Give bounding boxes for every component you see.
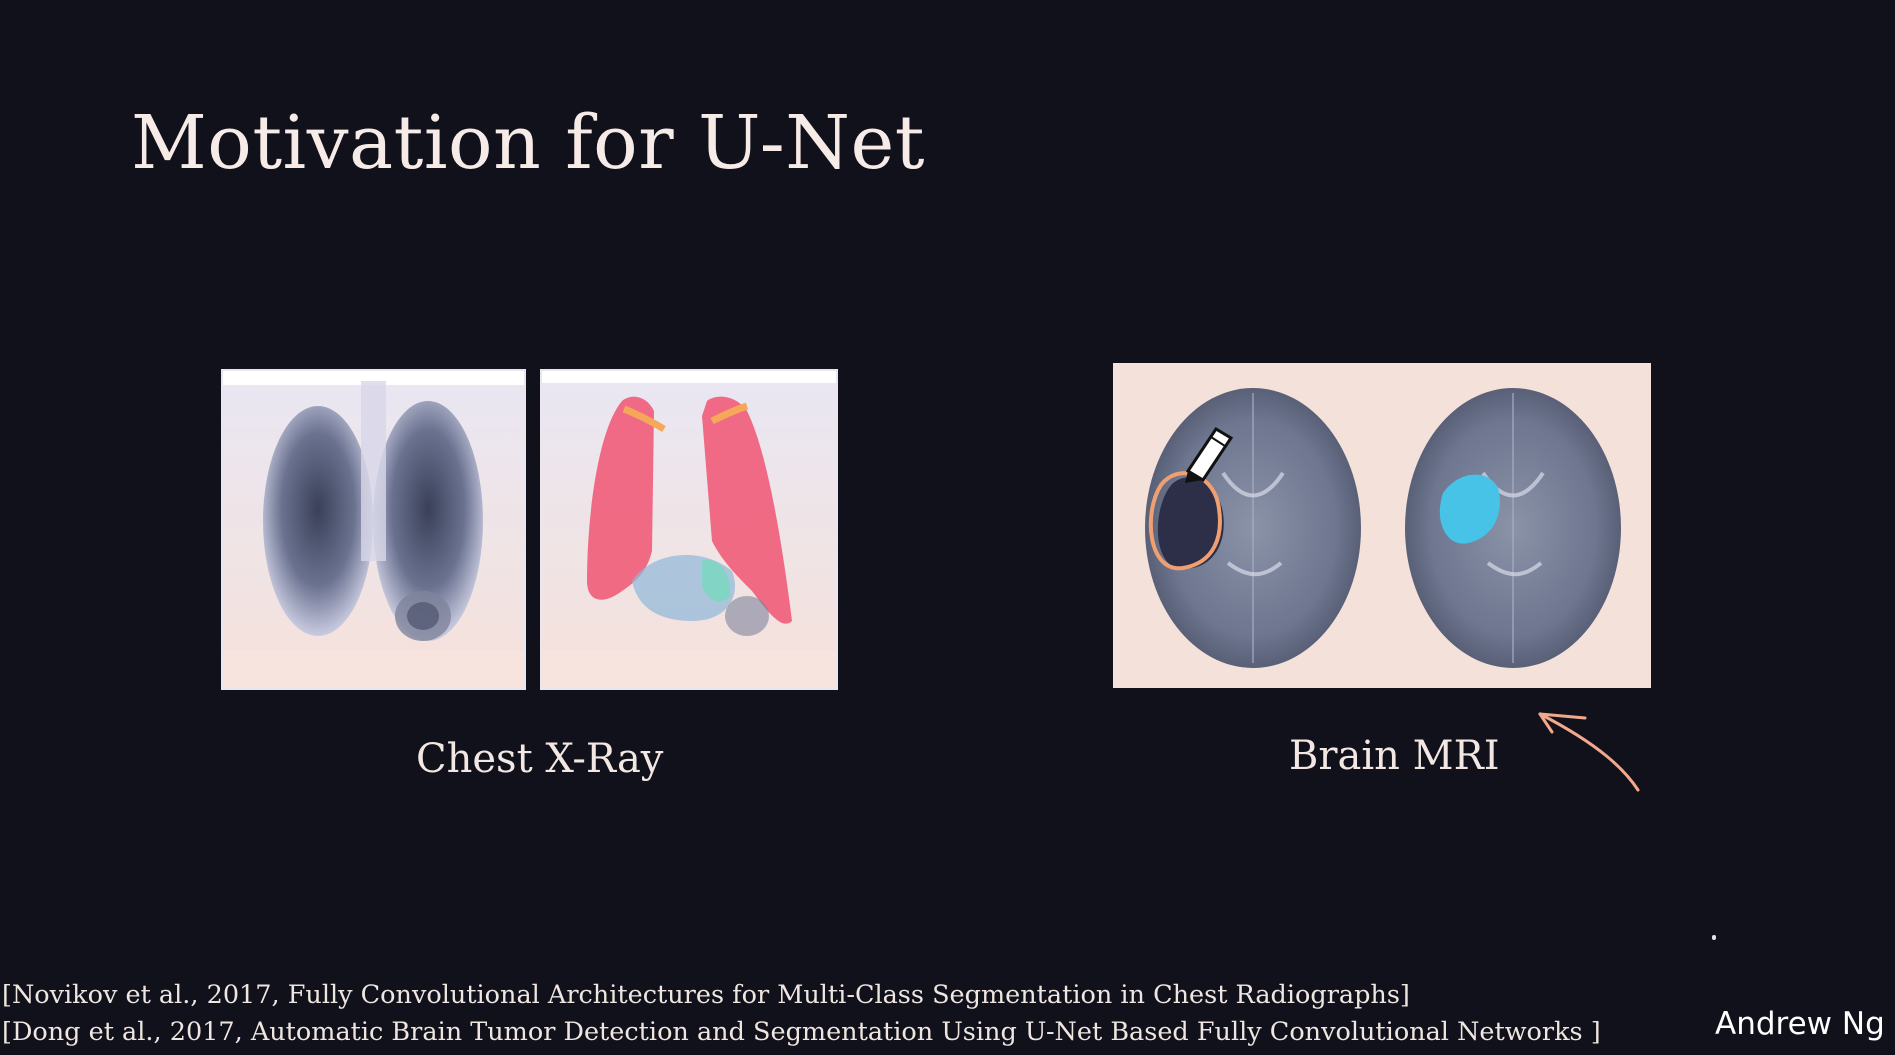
brain-mri-caption: Brain MRI [1289,733,1500,779]
slide-title: Motivation for U-Net [131,100,925,186]
chest-xray-image [221,369,526,690]
annotation-dot [1712,935,1716,940]
chest-xray-segmentation-image [540,369,838,690]
pen-icon [1185,426,1234,483]
citation-dong: [Dong et al., 2017, Automatic Brain Tumo… [2,1017,1601,1047]
chest-xray-caption: Chest X-Ray [416,736,664,782]
brain-mri-image [1113,363,1651,688]
author-name: Andrew Ng [1715,1006,1885,1042]
citation-novikov: [Novikov et al., 2017, Fully Convolution… [2,980,1410,1010]
citations: [Novikov et al., 2017, Fully Convolution… [2,977,1642,1051]
annotation-arrow-icon [1538,712,1640,792]
